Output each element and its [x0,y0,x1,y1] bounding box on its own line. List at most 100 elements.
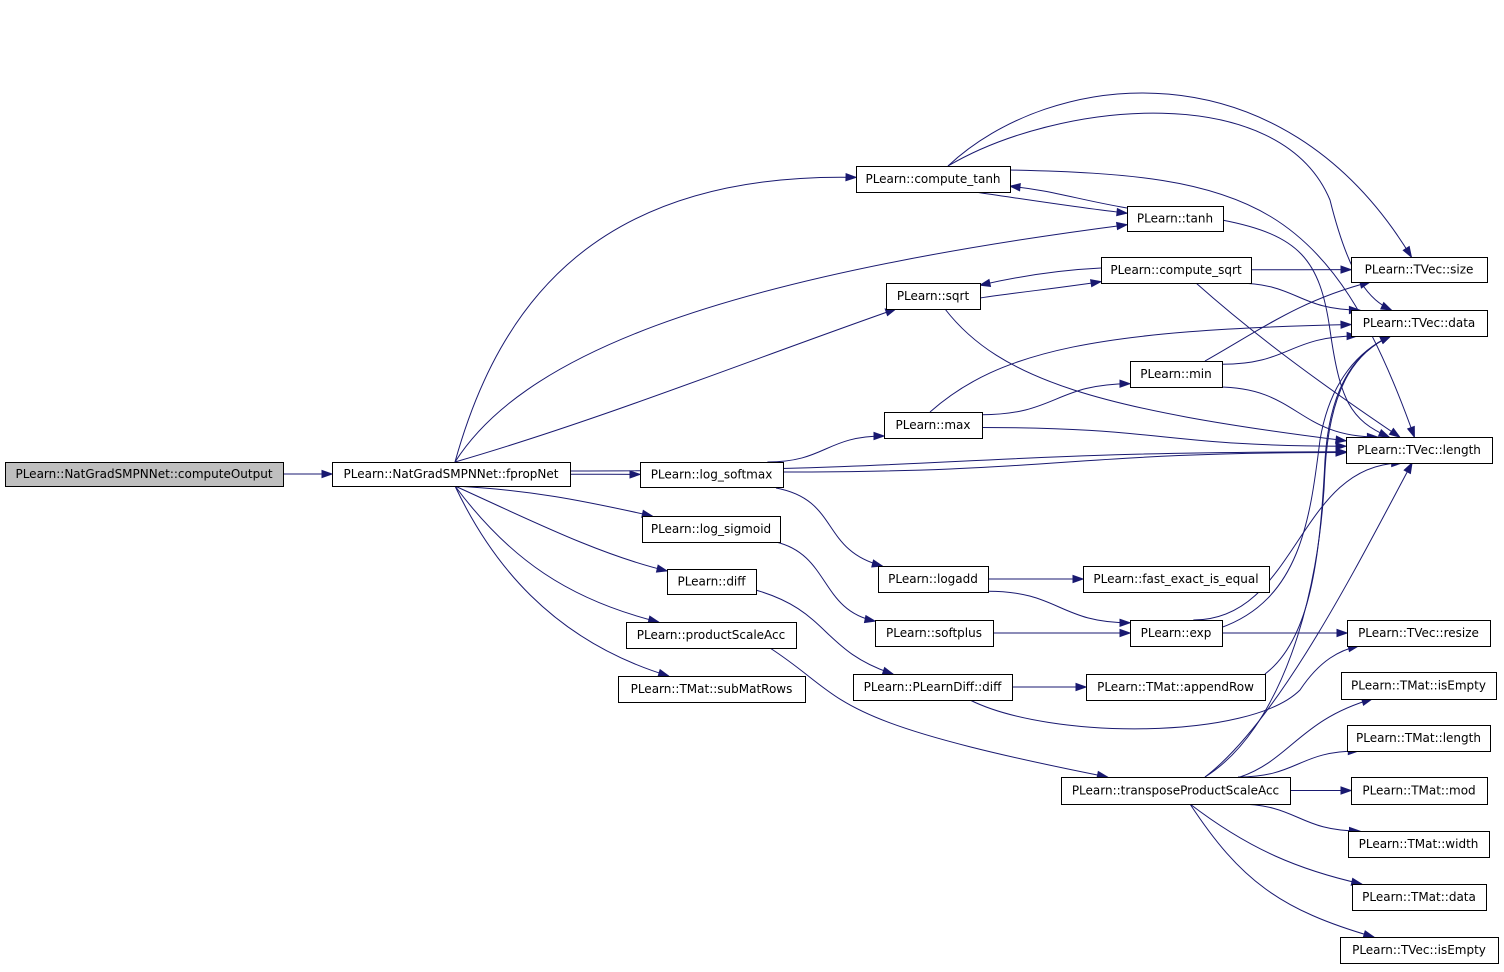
node-tvec_resize[interactable]: PLearn::TVec::resize [1347,620,1491,647]
arrowhead-icon [1335,441,1348,451]
node-box [642,516,781,543]
node-transposeProductScaleAcc[interactable]: PLearn::transposeProductScaleAcc [1061,777,1291,805]
arrowhead-icon [1335,435,1348,444]
node-computeOutput[interactable]: PLearn::NatGradSMPNNet::computeOutput [5,462,284,487]
node-box [1127,206,1224,232]
arrowhead-icon [1379,335,1392,345]
node-tmat_width[interactable]: PLearn::TMat::width [1348,831,1490,858]
node-softplus[interactable]: PLearn::softplus [875,620,994,647]
node-label: PLearn::TVec::data [1363,316,1476,330]
edge-compute_sqrt-to-sqrt [978,267,1102,287]
node-box [886,283,981,310]
node-tvec_size[interactable]: PLearn::TVec::size [1351,257,1488,283]
arrowhead-icon [1089,279,1103,288]
node-tvec_length[interactable]: PLearn::TVec::length [1346,437,1493,464]
node-tmat_isEmpty[interactable]: PLearn::TMat::isEmpty [1341,672,1497,700]
arrowhead-icon [657,668,671,677]
node-label: PLearn::exp [1141,626,1212,640]
node-plearndiff[interactable]: PLearn::PLearnDiff::diff [853,674,1013,701]
node-label: PLearn::TMat::appendRow [1097,680,1254,694]
node-tmat_mod[interactable]: PLearn::TMat::mod [1351,777,1488,805]
arrowhead-icon [1119,379,1132,388]
arrowhead-icon [1340,320,1353,329]
node-compute_sqrt[interactable]: PLearn::compute_sqrt [1101,257,1252,284]
edge-min-to-tvec_length [1217,386,1379,442]
node-productScaleAcc[interactable]: PLearn::productScaleAcc [626,622,797,649]
arrowhead-icon [1116,221,1129,231]
edge-line [981,383,1131,416]
node-tmat_length[interactable]: PLearn::TMat::length [1347,725,1491,752]
edge-log_sigmoid-to-softplus [775,541,877,624]
edge-compute_tanh-to-tanh [974,191,1129,217]
edge-sqrt-to-tvec_length [944,308,1348,444]
node-log_softmax[interactable]: PLearn::log_softmax [640,462,784,488]
node-exp[interactable]: PLearn::exp [1130,620,1223,647]
node-fpropNet[interactable]: PLearn::NatGradSMPNNet::fpropNet [332,462,571,487]
node-min[interactable]: PLearn::min [1130,361,1223,388]
edge-fpropNet-to-tanh [454,221,1129,463]
edge-transposeProductScaleAcc-to-tmat_length [1237,746,1360,778]
node-diff[interactable]: PLearn::diff [667,569,757,595]
node-tanh[interactable]: PLearn::tanh [1127,206,1224,232]
edge-fpropNet-to-log_softmax [569,470,642,479]
arrowhead-icon [1377,428,1391,438]
node-box [1351,257,1488,283]
node-label: PLearn::TVec::isEmpty [1352,943,1486,957]
node-label: PLearn::TMat::width [1359,837,1479,851]
node-logadd[interactable]: PLearn::logadd [878,566,989,593]
node-max[interactable]: PLearn::max [884,412,983,439]
node-box [1346,437,1493,464]
edge-line [1189,803,1374,938]
edge-line [1195,282,1400,438]
edge-tanh-to-compute_tanh [1008,183,1128,209]
node-label: PLearn::TMat::isEmpty [1351,679,1486,693]
node-box [1101,257,1252,284]
node-label: PLearn::softplus [886,626,982,640]
edge-fpropNet-to-productScaleAcc [454,485,661,624]
node-label: PLearn::tanh [1137,212,1213,226]
arrowhead-icon [1072,574,1085,584]
node-box [1347,620,1491,647]
edge-line [969,645,1359,730]
edge-line [974,191,1128,214]
node-subMatRows[interactable]: PLearn::TMat::subMatRows [618,676,806,703]
node-label: PLearn::compute_sqrt [1110,263,1242,277]
node-tvec_data[interactable]: PLearn::TVec::data [1351,310,1488,337]
arrowhead-icon [1119,618,1132,628]
node-label: PLearn::transposeProductScaleAcc [1072,784,1279,798]
node-label: PLearn::log_softmax [651,468,773,482]
edge-compute_tanh-to-tvec_size [947,92,1413,259]
arrowhead-icon [978,278,992,287]
node-fast_exact_is_equal[interactable]: PLearn::fast_exact_is_equal [1083,566,1270,593]
edge-fpropNet-to-diff [454,485,669,573]
edge-logadd-to-fast_exact_is_equal [988,574,1085,584]
node-sqrt[interactable]: PLearn::sqrt [886,283,981,310]
arrowhead-icon [1340,265,1353,274]
node-label: PLearn::min [1140,367,1212,381]
node-compute_tanh[interactable]: PLearn::compute_tanh [856,166,1011,193]
arrowhead-icon [321,469,334,479]
node-label: PLearn::max [895,418,970,432]
node-label: PLearn::TVec::resize [1358,626,1479,640]
node-label: PLearn::log_sigmoid [651,522,771,536]
node-box [875,620,994,647]
node-tvec_isEmpty[interactable]: PLearn::TVec::isEmpty [1340,937,1499,964]
node-log_sigmoid[interactable]: PLearn::log_sigmoid [642,516,781,543]
edge-logadd-to-exp [987,590,1132,628]
edge-diff-to-plearndiff [751,588,895,675]
arrowhead-icon [647,615,661,624]
node-tmat_data[interactable]: PLearn::TMat::data [1352,884,1487,911]
node-box [1341,672,1497,700]
edge-line [987,590,1131,624]
arrowhead-icon [1335,448,1348,457]
node-label: PLearn::productScaleAcc [637,628,786,642]
edge-line [454,485,669,677]
node-appendRow[interactable]: PLearn::TMat::appendRow [1086,674,1266,701]
edge-line [1193,462,1402,621]
node-label: PLearn::TMat::data [1362,890,1476,904]
edge-line [454,308,896,463]
edge-compute_tanh-to-tvec_length [1009,169,1415,439]
node-label: PLearn::PLearnDiff::diff [864,680,1003,694]
edge-line [1237,750,1359,778]
